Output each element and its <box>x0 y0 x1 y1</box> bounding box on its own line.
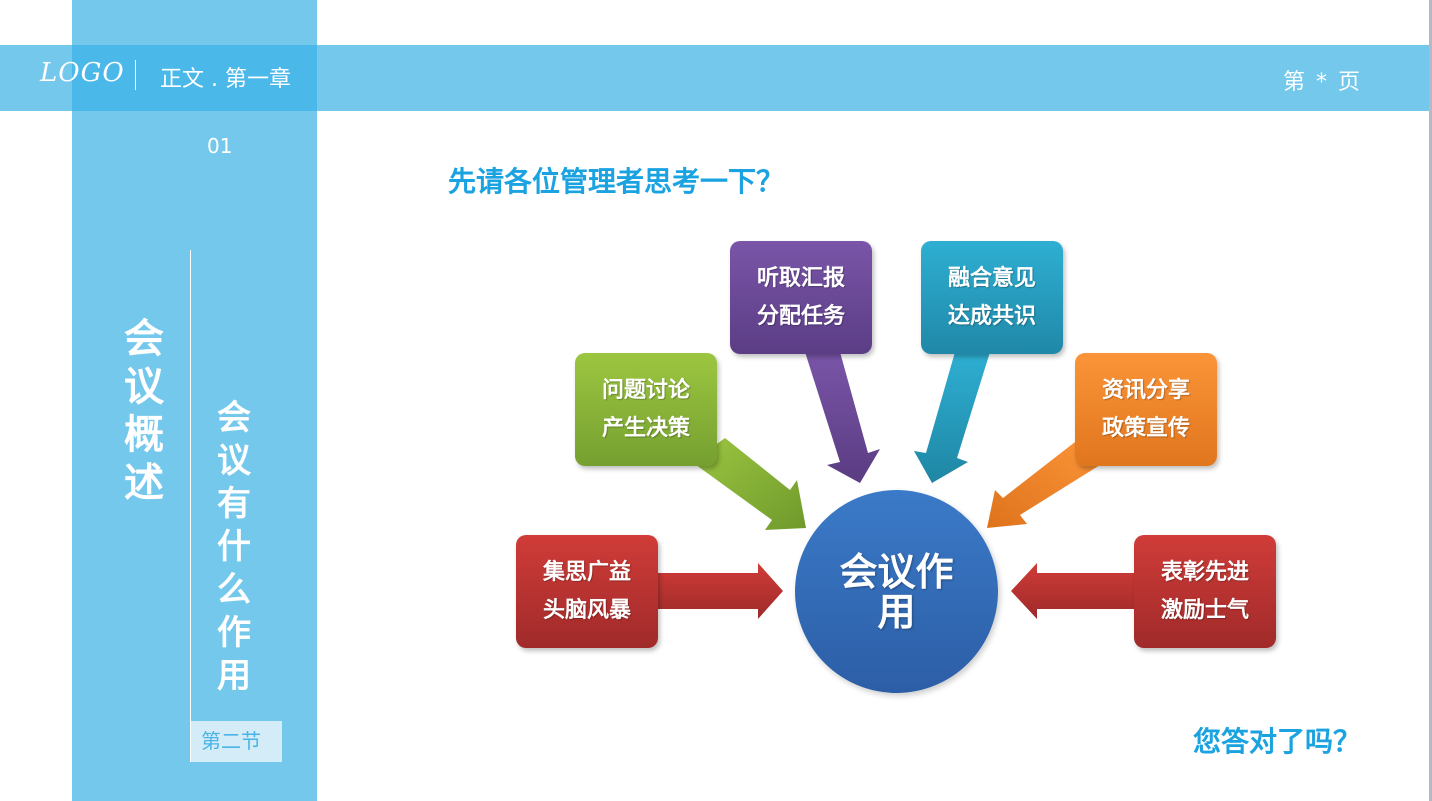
box-text: 政策宣传 <box>1101 415 1190 441</box>
section-title-char: 会 <box>124 316 164 362</box>
box-consensus: 融合意见 达成共识 <box>921 241 1063 354</box>
arrow-down-left-icon <box>987 442 1100 528</box>
arrow-down-icon <box>914 352 990 483</box>
subsection-title-char: 作 <box>217 613 251 653</box>
box-text: 产生决策 <box>601 415 690 441</box>
answer-text: 您答对了吗？ <box>1193 725 1362 758</box>
arrow-down-right-icon <box>692 438 806 530</box>
subsection-title-char: 议 <box>217 441 251 481</box>
box-text: 资讯分享 <box>1101 377 1190 403</box>
arrow-down-icon <box>805 352 880 483</box>
box-text: 融合意见 <box>947 265 1036 291</box>
box-text: 表彰先进 <box>1160 559 1249 585</box>
center-text: 用 <box>877 589 916 634</box>
chapter-label: 正文 . 第一章 <box>160 67 291 92</box>
slide-edge <box>1429 0 1432 801</box>
subsection-title: 会 议 有 什 么 作 用 <box>213 397 255 698</box>
box-info: 资讯分享 政策宣传 <box>1075 353 1217 466</box>
center-text: 会议作 <box>839 549 954 594</box>
box-text: 达成共识 <box>947 303 1036 329</box>
subsection-title-char: 会 <box>217 398 251 438</box>
question-heading: 先请各位管理者思考一下？ <box>448 165 785 198</box>
box-text: 分配任务 <box>756 303 845 329</box>
page-number: 第 * 页 <box>1283 70 1362 95</box>
logo: LOGO <box>40 58 125 88</box>
sidebar <box>72 0 317 801</box>
subsection-title-char: 么 <box>217 570 251 610</box>
chapter-number: 01 <box>207 134 233 158</box>
box-motivate: 表彰先进 激励士气 <box>1134 535 1276 648</box>
sidebar-header-overlap <box>72 45 317 111</box>
box-discussion: 问题讨论 产生决策 <box>575 353 717 466</box>
box-text: 集思广益 <box>542 559 631 585</box>
subsection-title-char: 有 <box>217 484 251 524</box>
box-text: 问题讨论 <box>601 377 690 403</box>
center-circle: 会议作 用 <box>795 490 998 693</box>
section-title: 会 议 概 述 <box>122 315 166 507</box>
arrow-left-icon <box>1011 563 1138 619</box>
box-text: 听取汇报 <box>756 265 845 291</box>
subsection-title-char: 用 <box>217 656 251 696</box>
box-text: 头脑风暴 <box>542 597 631 623</box>
logo-divider <box>135 60 136 90</box>
box-brainstorm: 集思广益 头脑风暴 <box>516 535 658 648</box>
vertical-divider <box>190 250 191 762</box>
section-title-char: 概 <box>124 412 164 458</box>
box-text: 激励士气 <box>1160 597 1249 623</box>
section-tag: 第二节 <box>191 721 282 762</box>
subsection-title-char: 什 <box>217 527 251 567</box>
section-title-char: 议 <box>124 364 164 410</box>
arrow-right-icon <box>655 563 783 619</box>
box-report: 听取汇报 分配任务 <box>730 241 872 354</box>
section-title-char: 述 <box>124 460 164 506</box>
